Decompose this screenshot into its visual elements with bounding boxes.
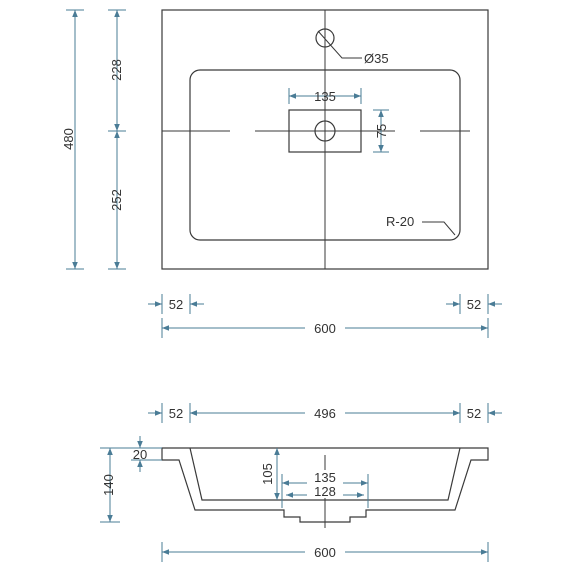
hole-diameter-label: Ø35 bbox=[364, 51, 389, 66]
hole-leader bbox=[317, 30, 362, 59]
radius-leader bbox=[422, 221, 456, 236]
dim-252-label: 252 bbox=[109, 189, 124, 211]
dim-135-label: 135 bbox=[314, 89, 336, 104]
side-dim-128-label-bg bbox=[307, 484, 343, 498]
side-dim-140-label: 140 bbox=[101, 474, 116, 496]
dim-480-label: 480 bbox=[61, 128, 76, 150]
dim-600-top-label-bg bbox=[305, 318, 345, 336]
side-dim-105-label: 105 bbox=[260, 463, 275, 485]
side-view: 52 496 52 140 20 105 135 128 bbox=[100, 403, 502, 562]
dim-228-label: 228 bbox=[109, 59, 124, 81]
side-dim-52-left-label: 52 bbox=[169, 406, 183, 421]
dim-52-right-label: 52 bbox=[467, 297, 481, 312]
top-view: Ø35 R-20 480 228 252 135 75 52 bbox=[61, 9, 502, 338]
dim-75-label: 75 bbox=[374, 124, 389, 138]
dim-600-top-label: 600 bbox=[314, 321, 336, 336]
side-dim-600-label-bg bbox=[305, 542, 345, 560]
radius-label: R-20 bbox=[386, 214, 414, 229]
side-dim-52-right-label: 52 bbox=[467, 406, 481, 421]
side-dim-135-label-bg bbox=[307, 470, 343, 484]
dim-52-left-label: 52 bbox=[169, 297, 183, 312]
side-dim-600-label: 600 bbox=[314, 545, 336, 560]
side-dim-20-label: 20 bbox=[133, 447, 147, 462]
side-dim-496-label: 496 bbox=[314, 406, 336, 421]
side-dim-135-label: 135 bbox=[314, 470, 336, 485]
sink-section-outline bbox=[161, 447, 489, 523]
side-dim-128-label: 128 bbox=[314, 484, 336, 499]
side-dim-496-label-bg bbox=[305, 404, 345, 422]
